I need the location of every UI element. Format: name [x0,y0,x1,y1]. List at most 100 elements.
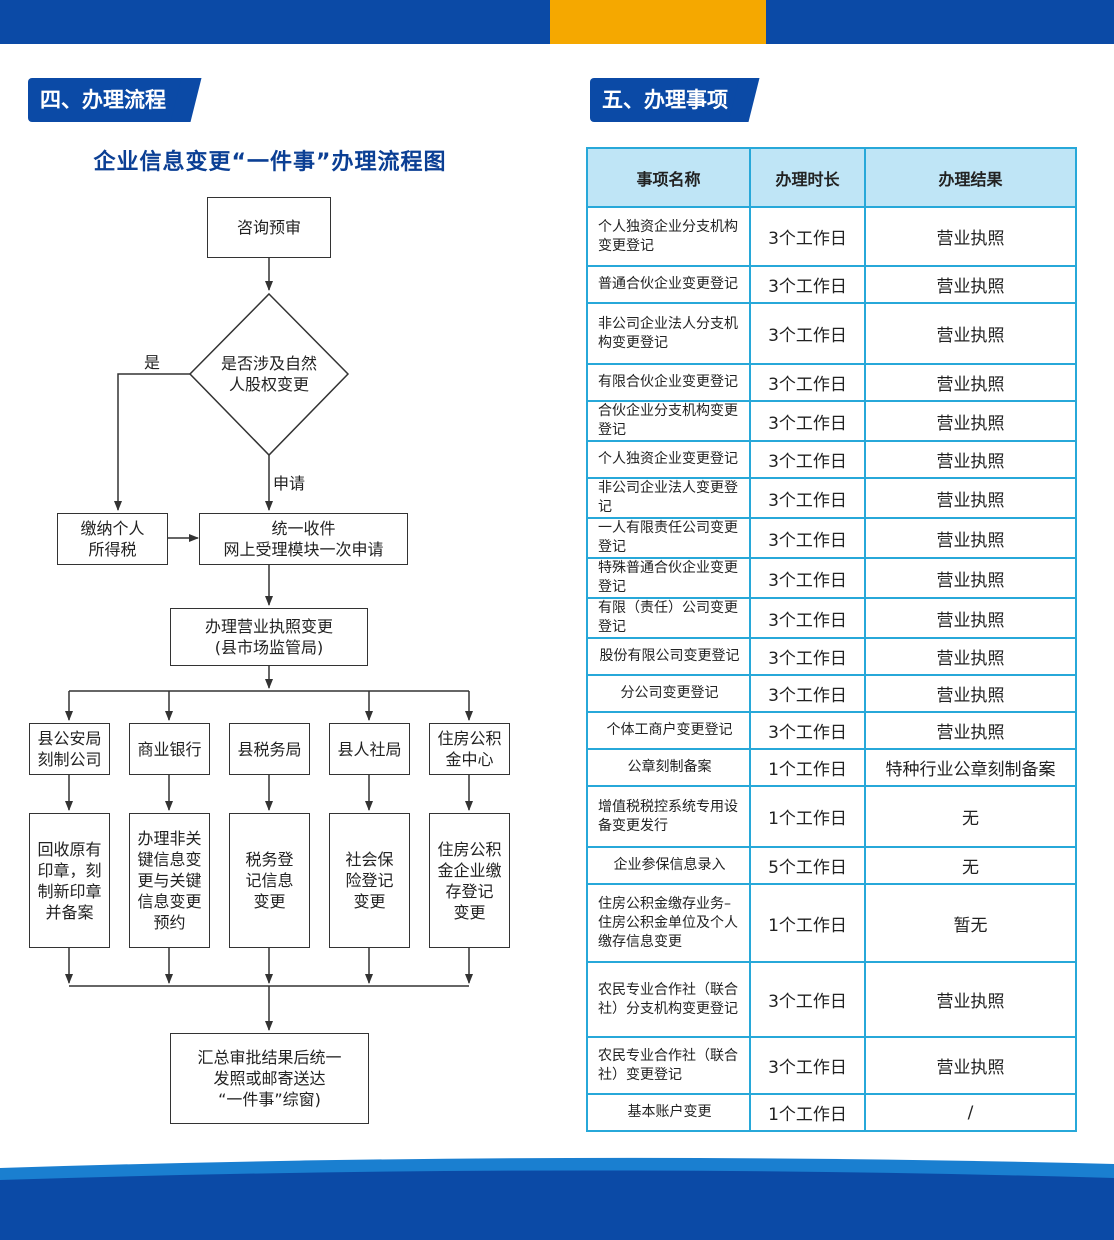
table-row: 有限（责任）公司变更登记 3个工作日 营业执照 [586,597,1077,639]
table-row: 个人独资企业分支机构变更登记 3个工作日 营业执照 [586,206,1077,267]
task-line: 办理非关 [137,829,202,848]
task-line: 税务登 [245,850,294,869]
task-box-police: 回收原有 印章，刻 制新印章 并备案 [29,813,110,948]
cell-result: 营业执照 [864,400,1077,442]
table-row: 农民专业合作社（联合社）分支机构变更登记 3个工作日 营业执照 [586,961,1077,1038]
section-badge-process: 四、办理流程 [28,78,186,122]
bottom-wave-band [0,1157,1114,1240]
section-title-items: 五、办理事项 [602,88,728,112]
cell-item-name: 特殊普通合伙企业变更登记 [586,557,751,599]
cell-duration: 3个工作日 [749,517,866,559]
cell-duration: 3个工作日 [749,961,866,1038]
table-row: 公章刻制备案 1个工作日 特种行业公章刻制备案 [586,748,1077,787]
flow-apply-label: 申请 [273,474,306,493]
table-row: 个人独资企业变更登记 3个工作日 营业执照 [586,440,1077,479]
cell-item-name: 住房公积金缴存业务–住房公积金单位及个人缴存信息变更 [586,883,751,963]
dept-box-housing-fund: 住房公积 金中心 [429,723,510,775]
cell-result: 营业执照 [864,1036,1077,1095]
cell-result: 营业执照 [864,557,1077,599]
cell-item-name: 普通合伙企业变更登记 [586,265,751,304]
cell-result: 无 [864,846,1077,885]
cell-duration: 3个工作日 [749,637,866,676]
dept-name-line2: 刻制公司 [37,750,102,769]
cell-item-name: 股份有限公司变更登记 [586,637,751,676]
flow-final-line2: 发照或邮寄送达 [213,1069,326,1088]
table-row: 农民专业合作社（联合社）变更登记 3个工作日 营业执照 [586,1036,1077,1095]
cell-result: 营业执照 [864,206,1077,267]
table-row: 有限合伙企业变更登记 3个工作日 营业执照 [586,363,1077,402]
cell-duration: 3个工作日 [749,557,866,599]
task-line: 更与关键 [137,871,202,890]
cell-item-name: 非公司企业法人分支机构变更登记 [586,302,751,365]
task-line: 记信息 [245,871,294,890]
cell-result: 营业执照 [864,711,1077,750]
flow-final-box: 汇总审批结果后统一 发照或邮寄送达 “一件事”综窗) [170,1033,369,1124]
cell-result: 营业执照 [864,674,1077,713]
cell-duration: 1个工作日 [749,748,866,787]
cell-duration: 3个工作日 [749,1036,866,1095]
dept-name-line1: 县税务局 [237,739,302,759]
cell-duration: 3个工作日 [749,400,866,442]
cell-duration: 3个工作日 [749,477,866,519]
flowchart-connectors [65,258,473,1031]
flow-decision-label: 是否涉及自然 人股权变更 [210,353,328,395]
flow-unified-line1: 统一收件 [271,519,336,538]
table-row: 基本账户变更 1个工作日 / [586,1093,1077,1132]
flow-final-line1: 汇总审批结果后统一 [197,1048,342,1067]
table-row: 非公司企业法人分支机构变更登记 3个工作日 营业执照 [586,302,1077,365]
table-row: 增值税税控系统专用设备变更发行 1个工作日 无 [586,785,1077,848]
dept-box-police: 县公安局 刻制公司 [29,723,110,775]
cell-duration: 3个工作日 [749,363,866,402]
cell-duration: 5个工作日 [749,846,866,885]
cell-duration: 1个工作日 [749,785,866,848]
dept-box-tax-bureau: 县税务局 [229,723,310,775]
task-box-bank: 办理非关 键信息变 更与关键 信息变更 预约 [129,813,210,948]
items-table: 事项名称 办理时长 办理结果 个人独资企业分支机构变更登记 3个工作日 营业执照… [586,147,1077,1132]
dept-name-line2: 金中心 [445,750,494,769]
table-row: 股份有限公司变更登记 3个工作日 营业执照 [586,637,1077,676]
cell-result: 营业执照 [864,363,1077,402]
cell-duration: 3个工作日 [749,597,866,639]
table-header-row: 事项名称 办理时长 办理结果 [586,147,1077,208]
flowchart-title: 企业信息变更“一件事”办理流程图 [93,150,447,175]
flow-final-line3: “一件事”综窗) [218,1090,321,1109]
cell-duration: 1个工作日 [749,883,866,963]
task-line: 社会保 [345,850,394,869]
cell-item-name: 非公司企业法人变更登记 [586,477,751,519]
flow-unified-box: 统一收件 网上受理模块一次申请 [199,513,408,565]
table-row: 非公司企业法人变更登记 3个工作日 营业执照 [586,477,1077,519]
cell-result: 营业执照 [864,440,1077,479]
table-row: 一人有限责任公司变更登记 3个工作日 营业执照 [586,517,1077,559]
cell-item-name: 增值税税控系统专用设备变更发行 [586,785,751,848]
task-line: 并备案 [45,902,94,922]
section-badge-items: 五、办理事项 [590,78,744,122]
dept-box-bank: 商业银行 [129,723,210,775]
cell-item-name: 有限（责任）公司变更登记 [586,597,751,639]
cell-item-name: 有限合伙企业变更登记 [586,363,751,402]
flow-unified-line2: 网上受理模块一次申请 [223,540,384,559]
task-line: 键信息变 [137,850,202,869]
flow-license-line1: 办理营业执照变更 [204,617,333,636]
task-line: 变更 [353,892,386,911]
task-line: 回收原有 [37,839,102,859]
cell-duration: 3个工作日 [749,711,866,750]
cell-duration: 3个工作日 [749,302,866,365]
task-line: 变更 [453,902,486,922]
cell-item-name: 公章刻制备案 [586,748,751,787]
cell-item-name: 个人独资企业分支机构变更登记 [586,206,751,267]
task-line: 存登记 [445,881,494,901]
cell-duration: 3个工作日 [749,440,866,479]
task-line: 险登记 [345,871,394,890]
task-box-tax-bureau: 税务登 记信息 变更 [229,813,310,948]
task-line: 制新印章 [37,881,102,901]
flow-tax-line2: 所得税 [88,540,137,559]
table-row: 普通合伙企业变更登记 3个工作日 营业执照 [586,265,1077,304]
flow-license-line2: (县市场监管局) [214,638,324,657]
cell-result: 无 [864,785,1077,848]
header-item-name: 事项名称 [586,147,751,208]
flow-decision-line2: 人股权变更 [228,375,309,394]
cell-result: 营业执照 [864,265,1077,304]
dept-name-line1: 县人社局 [337,739,402,759]
task-line: 变更 [253,892,286,911]
section-title-process: 四、办理流程 [40,88,166,112]
